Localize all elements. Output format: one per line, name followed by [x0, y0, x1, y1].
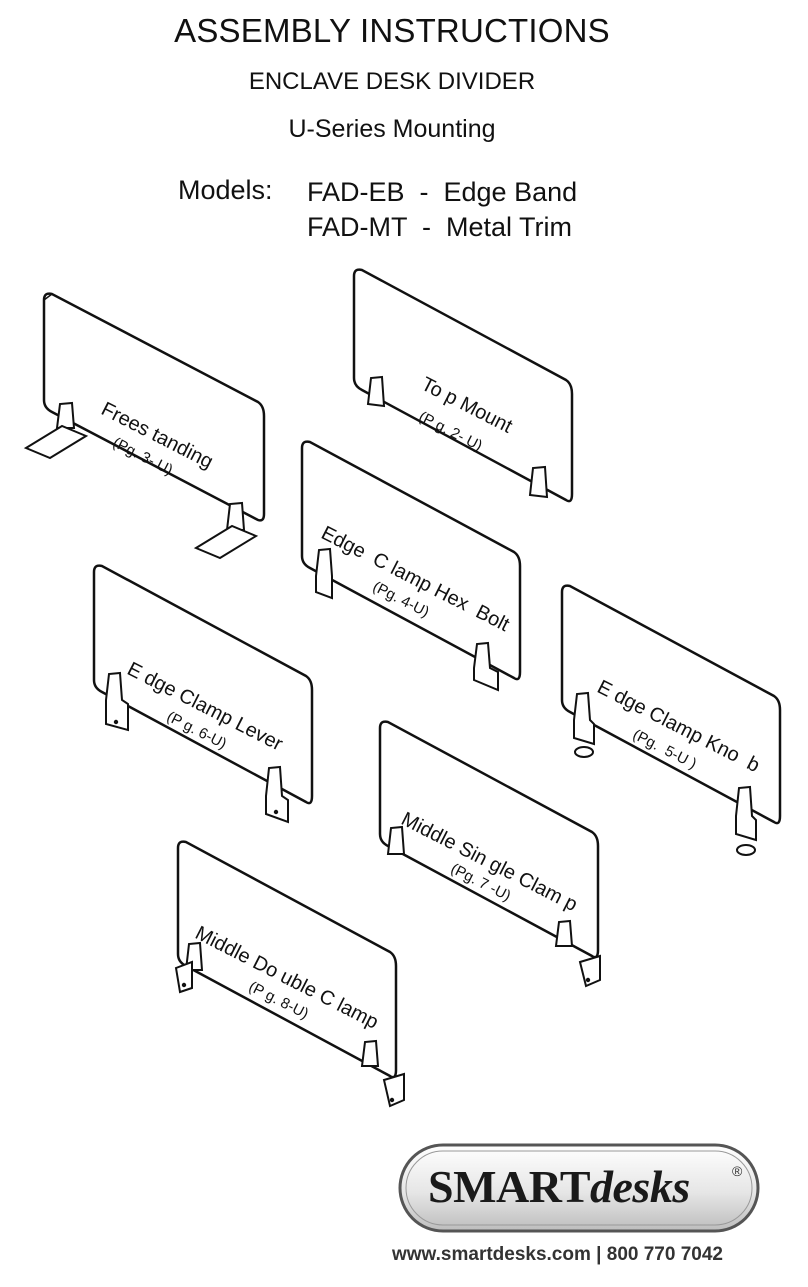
document-title: ASSEMBLY INSTRUCTIONS — [174, 12, 610, 49]
product-name: ENCLAVE DESK DIVIDER — [248, 68, 536, 95]
brand-word-smart: SMART — [428, 1161, 591, 1212]
models-label: Models: — [178, 175, 273, 205]
model-item: FAD-EB - Edge Band — [307, 177, 578, 207]
panel-page-ref: (P g. 8-U) — [245, 978, 312, 1023]
brand-logo-wordmark: SMARTdesks — [428, 1160, 690, 1213]
contact-footer: www.smartdesks.com | 800 770 7042 — [392, 1244, 723, 1265]
registered-mark: ® — [732, 1163, 743, 1179]
mounting-series: U-Series Mounting — [288, 115, 496, 143]
model-item: FAD-MT - Metal Trim — [307, 212, 573, 242]
brand-logo-badge — [398, 1143, 760, 1233]
brand-word-desks: desks — [590, 1161, 690, 1212]
